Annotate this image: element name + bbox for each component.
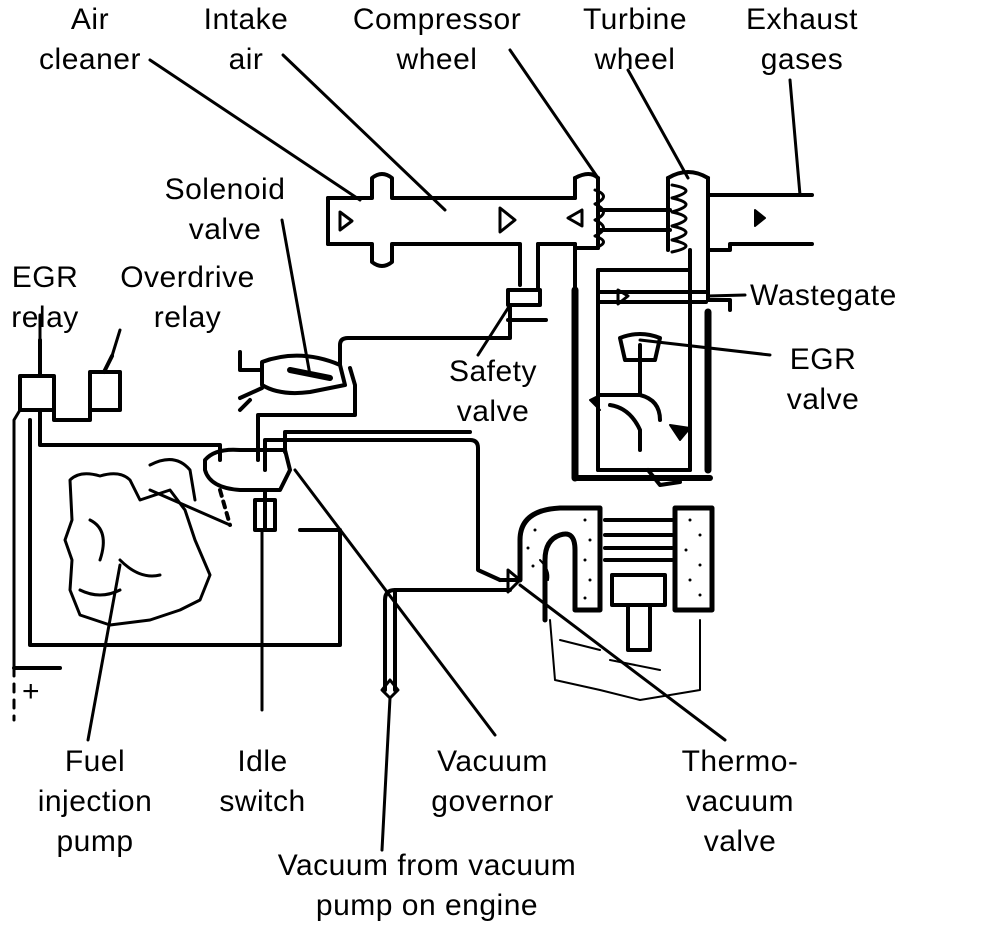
label-exhaust-gases: Exhaust gases: [746, 3, 858, 76]
overdrive-relay-drawing: [88, 354, 122, 412]
label-wastegate: Wastegate: [750, 279, 897, 312]
egr-valve-drawing: [589, 332, 691, 487]
engine-cylinder-drawing: [517, 505, 715, 701]
label-vacuum-governor: Vacuum governor: [431, 745, 554, 818]
label-solenoid-valve: Solenoid valve: [164, 173, 286, 246]
exhaust-outlet-drawing: [706, 193, 814, 252]
label-egr-relay: EGR relay: [11, 261, 79, 334]
label-vacuum-from-pump: Vacuum from vacuum pump on engine: [277, 849, 577, 922]
safety-valve-drawing: [506, 288, 548, 322]
label-idle-switch: Idle switch: [219, 745, 306, 818]
solenoid-valve-drawing: [238, 350, 347, 412]
exhaust-manifold-drawing: [571, 248, 732, 482]
wastegate-valve-drawing: [598, 288, 708, 306]
label-turbine-wheel: Turbine wheel: [582, 3, 688, 76]
turbocharger-drawing: [566, 170, 710, 292]
vacuum-governor-drawing: [203, 447, 292, 532]
egr-relay-drawing: [18, 338, 56, 412]
wiring-drawing: [12, 408, 342, 722]
fuel-injection-pump-drawing: [63, 458, 232, 627]
leader-lines: [38, 48, 802, 852]
label-fuel-injection-pump: Fuel injection pump: [37, 745, 153, 858]
label-intake-air: Intake air: [203, 3, 289, 76]
intake-duct-drawing: [418, 196, 577, 292]
label-thermo-vacuum-valve: Thermo- vacuum valve: [681, 745, 799, 858]
label-compressor-wheel: Compressor wheel: [352, 3, 522, 76]
label-air-cleaner: Air cleaner: [39, 3, 141, 76]
stipple-areas: [526, 518, 702, 600]
air-cleaner-drawing: [326, 172, 422, 268]
label-plus-terminal: +: [22, 675, 41, 708]
label-egr-valve: EGR valve: [786, 343, 860, 416]
label-overdrive-relay: Overdrive relay: [120, 261, 255, 334]
label-safety-valve: Safety valve: [448, 355, 538, 428]
